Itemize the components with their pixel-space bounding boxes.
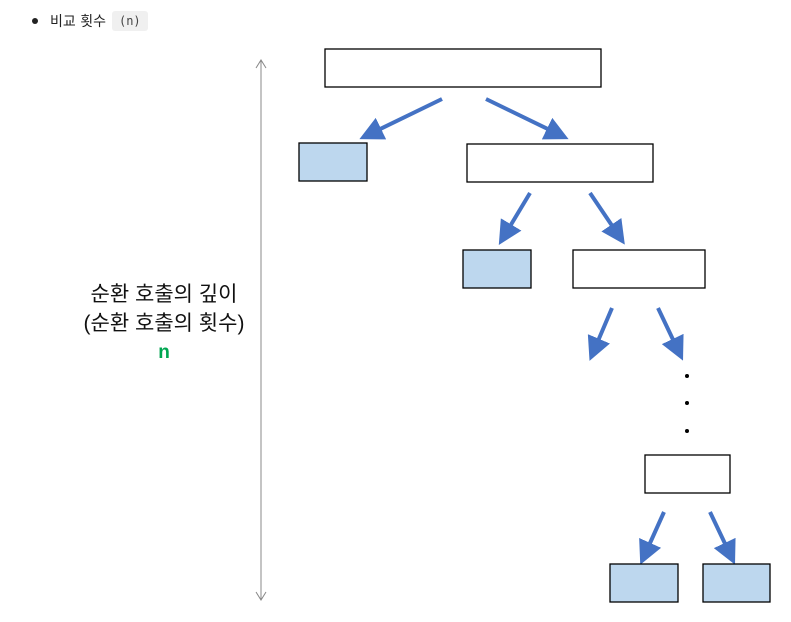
arrow-right-level-0 xyxy=(485,97,569,140)
partition-box-level-1 xyxy=(466,143,654,183)
arrow-right-level-2 xyxy=(656,307,684,361)
partition-box-level-2 xyxy=(572,249,706,289)
leaf-box-bottom-left xyxy=(609,563,679,603)
arrow-left-level-1 xyxy=(498,191,532,246)
depth-axis xyxy=(255,59,267,601)
depth-label-line-1: 순환 호출의 깊이 xyxy=(90,283,238,306)
partition-box-level-0 xyxy=(324,48,602,88)
bullet-dot xyxy=(32,18,38,24)
leaf-box-bottom-right xyxy=(702,563,771,603)
depth-label-n: n xyxy=(158,342,170,363)
partition-box-level-k xyxy=(644,454,731,494)
arrow-right-level-1 xyxy=(588,191,625,245)
leaf-box-level-2 xyxy=(462,249,532,289)
bullet-item: 비교 횟수 (n) xyxy=(32,9,148,33)
arrow-left-level-k xyxy=(639,511,666,565)
leaf-box-level-1 xyxy=(298,142,368,182)
arrow-left-level-0 xyxy=(359,97,443,140)
inline-code: (n) xyxy=(111,11,148,31)
arrow-right-level-k xyxy=(708,511,736,565)
continuation-dots xyxy=(685,374,689,433)
arrow-left-level-2 xyxy=(587,307,614,361)
depth-label: 순환 호출의 깊이 (순환 호출의 횟수) n xyxy=(50,280,278,367)
bullet-text: 비교 횟수 xyxy=(50,14,106,30)
depth-label-line-2: (순환 호출의 횟수) xyxy=(83,312,245,335)
